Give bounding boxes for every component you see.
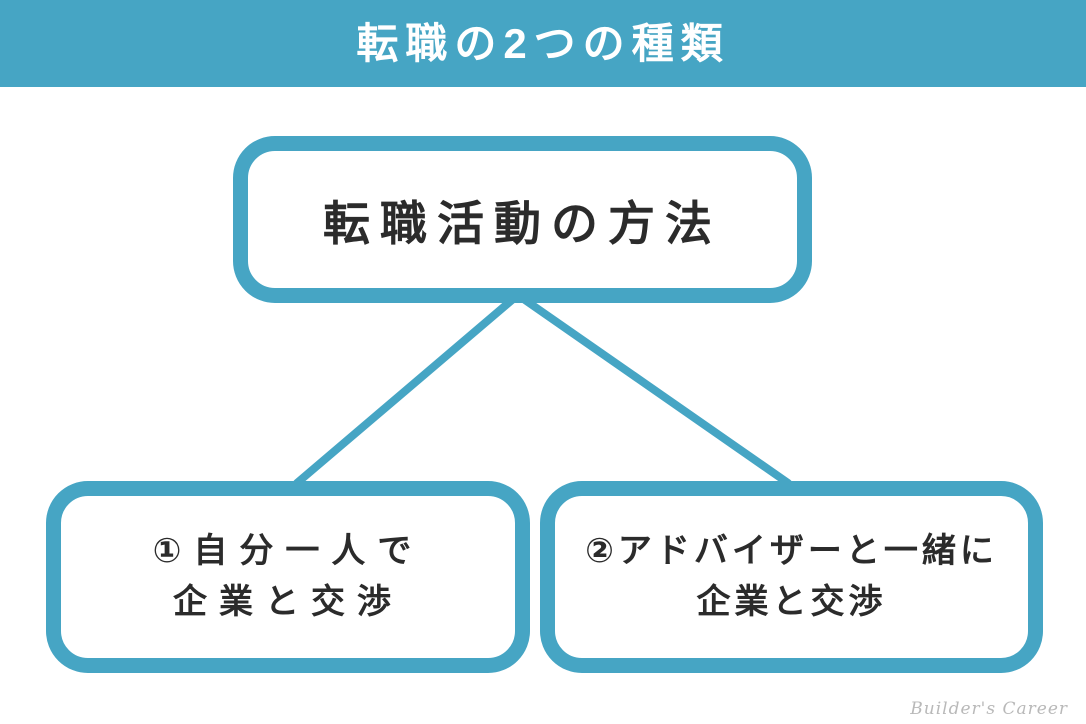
child-node-advisor-label-line2: 企業と交渉: [696, 583, 887, 621]
child-node-self: ①自分一人で 企業と交渉: [46, 481, 530, 673]
child-node-advisor: ②アドバイザーと一緒に 企業と交渉: [540, 481, 1043, 673]
root-node-label: 転職活動の方法: [323, 197, 722, 250]
page-title: 転職の2つの種類: [356, 19, 730, 67]
root-node: 転職活動の方法: [233, 136, 812, 303]
child-node-advisor-label-line1: ②アドバイザーと一緒に: [585, 532, 998, 570]
child-node-self-label-line1: ①自分一人で: [152, 532, 424, 570]
connector-line-right: [521, 296, 792, 487]
connector-line-left: [293, 296, 516, 487]
brand-credit: Builder's Career: [910, 699, 1068, 719]
child-node-self-label-line2: 企業と交渉: [173, 583, 403, 621]
title-banner: 転職の2つの種類: [0, 0, 1086, 87]
